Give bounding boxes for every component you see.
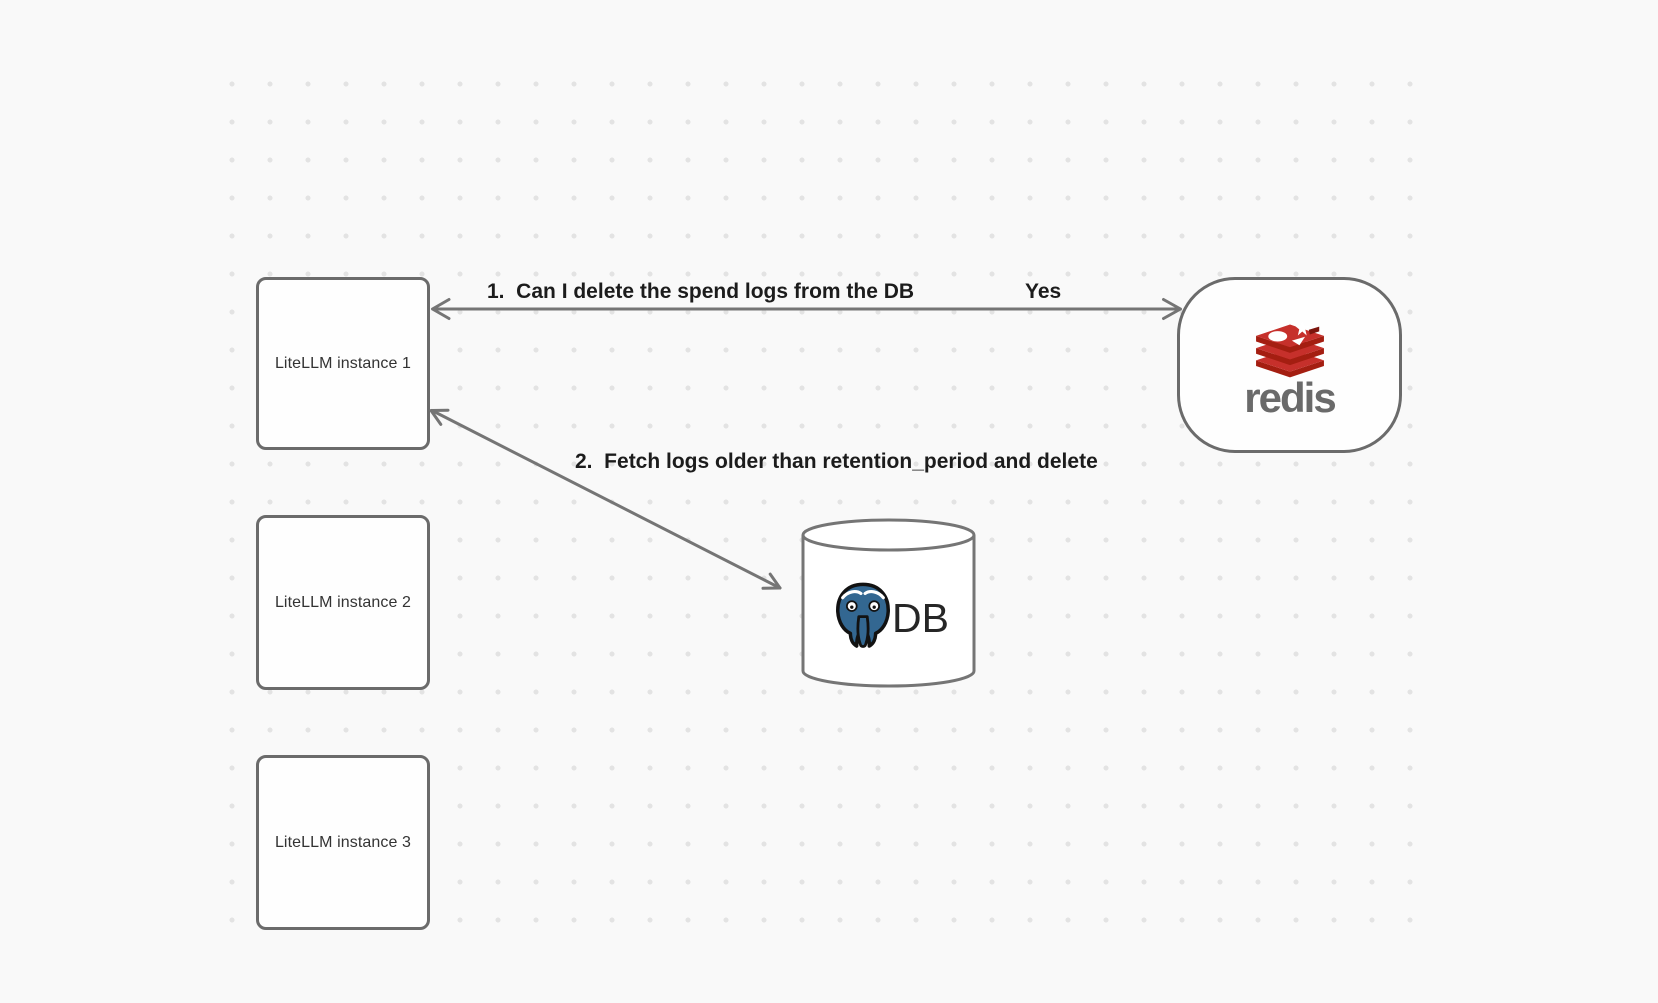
- db-label: DB: [892, 594, 949, 641]
- redis-stack-icon: [1255, 320, 1324, 378]
- node-litellm-instance-2[interactable]: LiteLLM instance 2: [256, 515, 430, 690]
- node-label: LiteLLM instance 3: [274, 833, 412, 851]
- edge-2-label[interactable]: 2. Fetch logs older than retention_perio…: [575, 450, 1098, 473]
- edge-1-label[interactable]: 1. Can I delete the spend logs from the …: [487, 280, 915, 303]
- postgres-elephant-icon: [836, 582, 890, 648]
- node-litellm-instance-1[interactable]: LiteLLM instance 1: [256, 277, 430, 450]
- node-label: LiteLLM instance 2: [274, 593, 412, 611]
- redis-wordmark: redis: [1244, 374, 1336, 421]
- node-litellm-instance-3[interactable]: LiteLLM instance 3: [256, 755, 430, 930]
- node-db-cylinder[interactable]: DB: [801, 518, 976, 688]
- edge-1-response-label[interactable]: Yes: [1025, 280, 1062, 303]
- node-label: LiteLLM instance 1: [274, 354, 412, 372]
- node-redis[interactable]: redis: [1177, 277, 1402, 453]
